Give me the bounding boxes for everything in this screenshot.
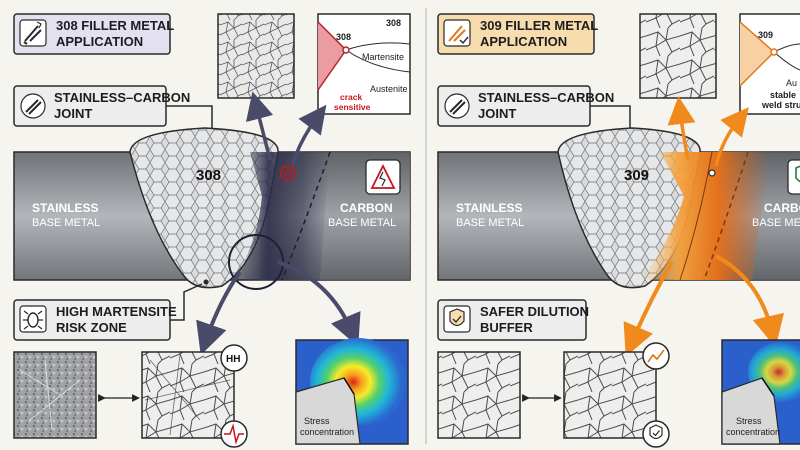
zone-309-line1: SAFER DILUTION bbox=[480, 304, 589, 319]
micrograph-grains-308 bbox=[141, 351, 235, 439]
carbon-sub-308: BASE METAL bbox=[328, 217, 396, 229]
micrograph-top-309 bbox=[639, 13, 717, 99]
joint-308-line2: JOINT bbox=[54, 106, 92, 121]
title-309-line2: APPLICATION bbox=[480, 34, 567, 49]
panel-308: 308 FILLER METAL APPLICATION STAINLESS–C… bbox=[13, 13, 411, 448]
weld-joint-icon bbox=[20, 93, 46, 119]
fusion-line-309 bbox=[703, 151, 749, 281]
stainless-sub-308: BASE METAL bbox=[32, 217, 100, 229]
joint-tag-309: STAINLESS–CARBON JOINT bbox=[437, 85, 614, 127]
inset-note-309-line2: weld stru bbox=[761, 100, 800, 110]
filler-number-309: 309 bbox=[624, 167, 649, 184]
hardness-badge-text: HH bbox=[226, 354, 240, 365]
inset-warning-line2: sensitive bbox=[334, 102, 371, 112]
stress-label-308-line1: Stress bbox=[304, 416, 330, 426]
title-308-line1: 308 FILLER METAL bbox=[56, 18, 174, 33]
filler-number-308: 308 bbox=[196, 167, 221, 184]
panel-309: 309 FILLER METAL APPLICATION STAINLESS–C… bbox=[437, 13, 800, 448]
haz-308 bbox=[235, 152, 330, 280]
arrow-to-stress-309 bbox=[715, 254, 784, 348]
shield-icon bbox=[787, 159, 800, 195]
stainless-label-308: STAINLESS bbox=[32, 201, 98, 215]
weld-joint-icon-309 bbox=[444, 93, 470, 119]
shield-check-icon bbox=[443, 305, 471, 333]
carbon-label-309: CARBO bbox=[764, 201, 800, 215]
inset-number-308: 308 bbox=[386, 18, 401, 28]
inset-austenite-309: Au bbox=[786, 78, 797, 88]
zone-308-line1: HIGH MARTENSITE bbox=[56, 304, 177, 319]
joint-309-line1: STAINLESS–CARBON bbox=[478, 90, 614, 105]
arrow-to-inset-308 bbox=[290, 104, 327, 167]
arrow-to-micrograph-309 bbox=[667, 96, 696, 161]
inset-warning-line1: crack bbox=[340, 92, 362, 102]
bug-icon bbox=[19, 305, 47, 333]
inset-martensite: Martensite bbox=[362, 52, 404, 62]
inset-number-309: 309 bbox=[758, 30, 773, 40]
welding-torch-icon bbox=[19, 19, 47, 47]
welding-torch-check-icon bbox=[443, 19, 471, 47]
micrograph-martensite-308 bbox=[13, 351, 97, 439]
title-tag-308: 308 FILLER METAL APPLICATION bbox=[13, 13, 174, 55]
stress-map-309: Stress concentration bbox=[721, 339, 800, 445]
carbon-label-308: CARBON bbox=[340, 201, 393, 215]
zone-tag-309: SAFER DILUTION BUFFER bbox=[437, 299, 589, 341]
stress-label-309-line2: concentration bbox=[726, 427, 780, 437]
carbon-sub-309: BASE META bbox=[752, 217, 800, 229]
hardness-badge-icon: HH bbox=[220, 344, 248, 372]
inset-phase-308: 308 308 Martensite Austenite crack sensi… bbox=[317, 13, 411, 115]
stress-label-309-line1: Stress bbox=[736, 416, 762, 426]
stainless-sub-309: BASE METAL bbox=[456, 217, 524, 229]
zone-308-line2: RISK ZONE bbox=[56, 320, 127, 335]
zone-tag-308: HIGH MARTENSITE RISK ZONE bbox=[13, 299, 177, 341]
stainless-label-309: STAINLESS bbox=[456, 201, 522, 215]
inset-austenite: Austenite bbox=[370, 84, 408, 94]
arrow-to-stress-308 bbox=[277, 260, 361, 347]
stress-label-308-line2: concentration bbox=[300, 427, 354, 437]
crack-warning-icon bbox=[365, 159, 401, 195]
spike-badge-icon bbox=[220, 420, 248, 448]
inset-note-309-line1: stable bbox=[770, 90, 796, 100]
arrow-to-grains-309 bbox=[623, 260, 674, 357]
inset-number-308-b: 308 bbox=[336, 32, 351, 42]
joint-309-line2: JOINT bbox=[478, 106, 516, 121]
zone-leader-308 bbox=[170, 283, 203, 321]
inset-phase-309: 309 Au stable weld stru bbox=[739, 13, 800, 115]
arrow-to-micrograph-308 bbox=[245, 91, 274, 161]
haz-309 bbox=[640, 152, 770, 280]
stress-map-308: Stress concentration bbox=[295, 338, 409, 445]
trend-badge-icon bbox=[642, 342, 670, 370]
zone-309-line2: BUFFER bbox=[480, 320, 533, 335]
title-tag-309: 309 FILLER METAL APPLICATION bbox=[437, 13, 598, 55]
arrow-to-inset-309 bbox=[714, 107, 749, 167]
micrograph-right-309 bbox=[563, 351, 657, 439]
title-308-line2: APPLICATION bbox=[56, 34, 143, 49]
shield-badge-icon bbox=[642, 420, 670, 448]
hotspot-ring-308 bbox=[280, 165, 296, 181]
title-309-line1: 309 FILLER METAL bbox=[480, 18, 598, 33]
joint-tag-308: STAINLESS–CARBON JOINT bbox=[13, 85, 190, 127]
micrograph-left-309 bbox=[437, 351, 521, 439]
joint-308-line1: STAINLESS–CARBON bbox=[54, 90, 190, 105]
micrograph-top-308 bbox=[217, 13, 295, 99]
arrow-to-grains-308 bbox=[196, 270, 242, 356]
